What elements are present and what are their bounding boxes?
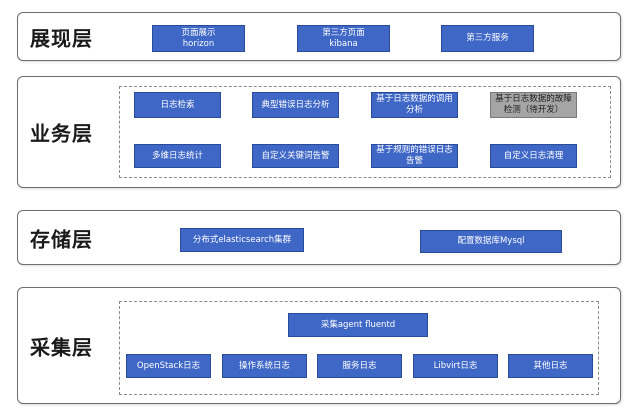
storage-layer-title: 存储层: [30, 227, 93, 251]
keyword-alert-box: 自定义关键词告警: [252, 144, 339, 168]
log-cleanup-box: 自定义日志清理: [490, 144, 577, 168]
presentation-layer-title: 展现层: [30, 26, 93, 50]
rule-alert-box: 基于规则的错误日志告警: [371, 144, 458, 168]
fluentd-agent-box: 采集agent fluentd: [288, 313, 428, 337]
mysql-config-db-box: 配置数据库Mysql: [420, 230, 562, 253]
elasticsearch-cluster-box: 分布式elasticsearch集群: [180, 228, 304, 252]
business-group-frame: [119, 86, 611, 178]
kibana-box: 第三方页面 kibana: [297, 25, 390, 52]
collection-group-frame: [119, 301, 599, 395]
call-analysis-box: 基于日志数据的调用分析: [371, 92, 458, 118]
horizon-box: 页面展示 horizon: [152, 25, 245, 52]
third-party-service-box: 第三方服务: [441, 25, 534, 52]
os-log-box: 操作系统日志: [222, 354, 307, 378]
business-layer-title: 业务层: [30, 121, 93, 146]
collection-layer: 采集层: [17, 287, 621, 404]
log-search-box: 日志检索: [134, 92, 221, 118]
collection-layer-title: 采集层: [30, 335, 93, 359]
storage-layer: 存储层: [17, 210, 621, 265]
typical-error-analysis-box: 典型错误日志分析: [252, 92, 339, 118]
multi-dim-stats-box: 多维日志统计: [134, 144, 221, 168]
service-log-box: 服务日志: [317, 354, 402, 378]
fault-detection-box: 基于日志数据的故障检测（待开发）: [490, 92, 577, 118]
openstack-log-box: OpenStack日志: [126, 354, 211, 378]
libvirt-log-box: Libvirt日志: [413, 354, 498, 378]
other-log-box: 其他日志: [508, 354, 593, 378]
